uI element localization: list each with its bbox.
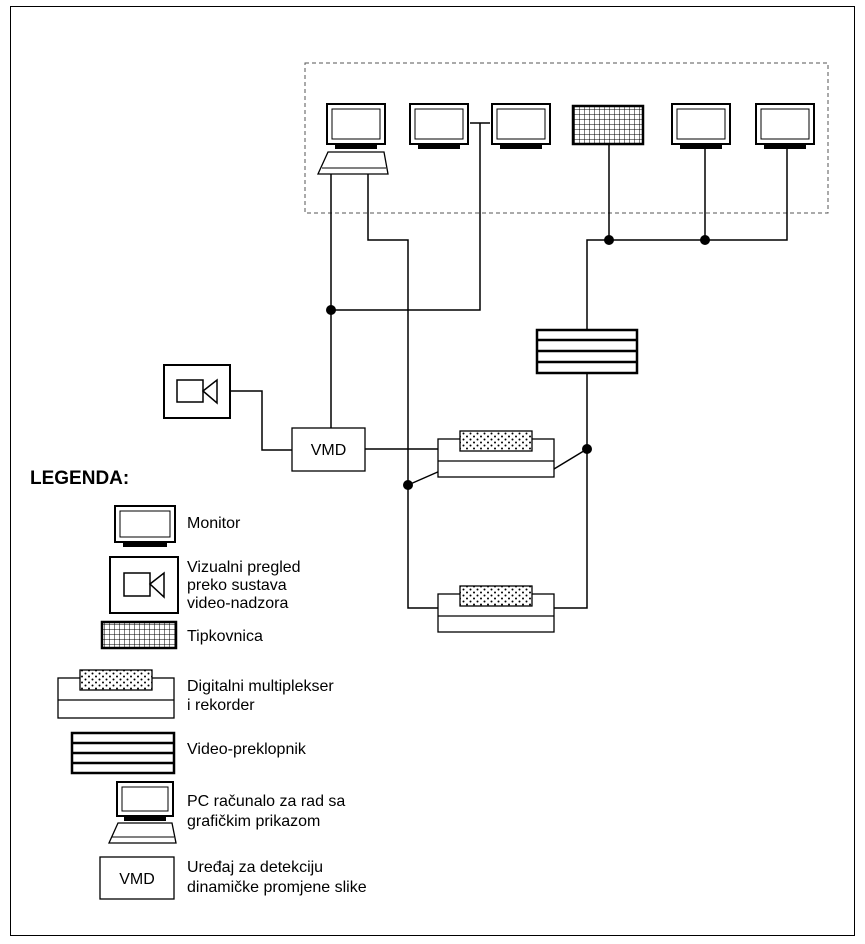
legend-label-multiplexer-1: Digitalni multiplekser	[187, 678, 334, 695]
monitor-4-icon	[671, 103, 731, 149]
legend-label-vmd-2: dinamičke promjene slike	[187, 879, 367, 896]
monitor-5-icon	[755, 103, 815, 149]
legend: LEGENDA: Monitor Vizualni pregled preko …	[30, 468, 367, 900]
legend-label-camera-3: video-nadzora	[187, 595, 289, 612]
connection-lines	[230, 122, 788, 609]
video-switch-icon	[535, 328, 639, 375]
legend-label-keyboard: Tipkovnica	[187, 628, 263, 645]
diagram-frame	[10, 6, 855, 936]
legend-label-multiplexer-2: i rekorder	[187, 697, 255, 714]
legend-camera-icon	[109, 556, 179, 614]
vmd-label: VMD	[311, 442, 347, 459]
legend-pc-icon	[107, 781, 177, 844]
legend-label-camera-1: Vizualni pregled	[187, 559, 301, 576]
legend-multiplexer-icon	[57, 669, 175, 719]
control-room-boundary	[304, 62, 829, 214]
legend-label-vmd-1: Uređaj za detekciju	[187, 859, 323, 876]
multiplexer-recorder-2-icon	[437, 585, 555, 633]
keyboard-icon	[571, 104, 645, 146]
legend-monitor-icon	[114, 505, 176, 547]
legend-label-video-switch: Video-preklopnik	[187, 741, 307, 758]
multiplexer-recorder-1-icon	[437, 430, 555, 478]
junction-dots	[326, 235, 710, 490]
legend-label-pc-2: grafičkim prikazom	[187, 813, 320, 830]
legend-vmd-icon: VMD	[99, 856, 175, 900]
pc-keyboard-icon	[316, 151, 389, 175]
legend-keyboard-icon	[100, 620, 178, 650]
camera-icon	[163, 364, 231, 419]
legend-vmd-box-label: VMD	[119, 871, 155, 888]
monitor-1-icon	[326, 103, 386, 149]
legend-title: LEGENDA:	[30, 468, 129, 489]
monitor-2-icon	[409, 103, 469, 149]
legend-video-switch-icon	[70, 731, 176, 775]
vmd-device-icon: VMD	[291, 427, 366, 472]
monitor-3-icon	[491, 103, 551, 149]
legend-label-monitor: Monitor	[187, 515, 241, 532]
legend-label-pc-1: PC računalo za rad sa	[187, 793, 345, 810]
legend-label-camera-2: preko sustava	[187, 577, 287, 594]
